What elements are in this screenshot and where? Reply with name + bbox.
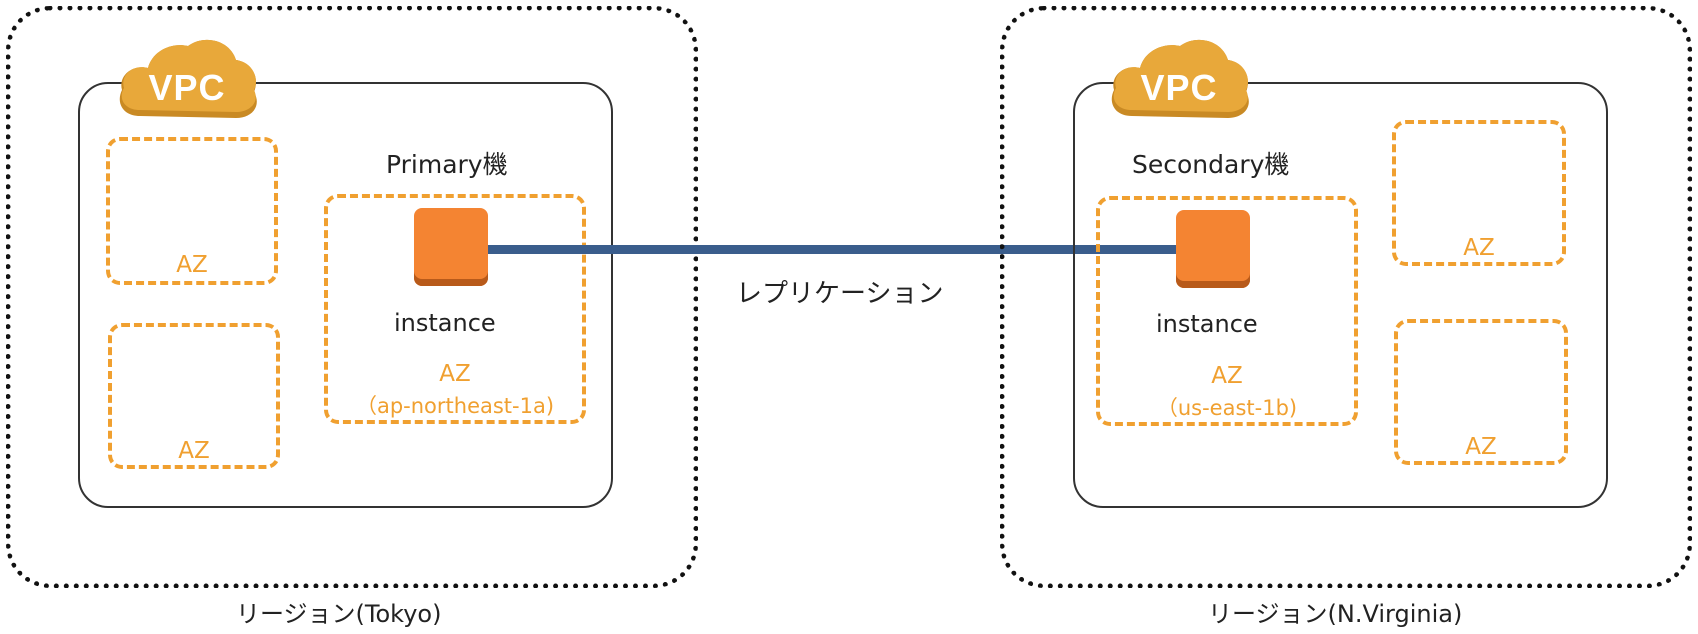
vpc-label: VPC <box>1140 67 1218 108</box>
az-box: AZ <box>1392 120 1566 266</box>
az-label: AZ <box>178 438 210 464</box>
az-label: AZ <box>439 361 471 387</box>
az-name-label: （us-east-1b) <box>1156 396 1298 420</box>
vpc-cloud-icon: VPC <box>112 28 262 128</box>
vpc-cloud-icon: VPC <box>1104 28 1254 128</box>
region-n-virginia <box>1000 6 1692 588</box>
vpc-n-virginia <box>1073 82 1608 508</box>
instance-label: instance <box>1156 310 1258 338</box>
az-label: AZ <box>1211 363 1243 389</box>
region-tokyo <box>6 6 698 588</box>
region-label-tokyo: リージョン(Tokyo) <box>236 600 442 628</box>
vpc-label: VPC <box>148 67 226 108</box>
az-box: AZ <box>106 137 278 285</box>
az-box-secondary: AZ （us-east-1b) <box>1096 196 1358 426</box>
primary-machine-label: Primary機 <box>386 150 508 179</box>
az-box: AZ <box>1394 319 1568 465</box>
az-label: AZ <box>1463 235 1495 261</box>
az-box: AZ <box>108 323 280 469</box>
az-label: AZ <box>176 252 208 278</box>
region-label-n-virginia: リージョン(N.Virginia) <box>1208 600 1463 628</box>
vpc-tokyo <box>78 82 613 508</box>
secondary-machine-label: Secondary機 <box>1132 150 1290 179</box>
replication-label: レプリケーション <box>736 279 944 309</box>
replication-line <box>487 245 1177 254</box>
instance-icon <box>1176 210 1250 288</box>
az-name-label: （ap-northeast-1a) <box>355 394 555 418</box>
az-label: AZ <box>1465 434 1497 460</box>
instance-label: instance <box>394 309 496 337</box>
az-box-primary: AZ （ap-northeast-1a) <box>324 194 586 424</box>
instance-icon <box>414 208 488 286</box>
